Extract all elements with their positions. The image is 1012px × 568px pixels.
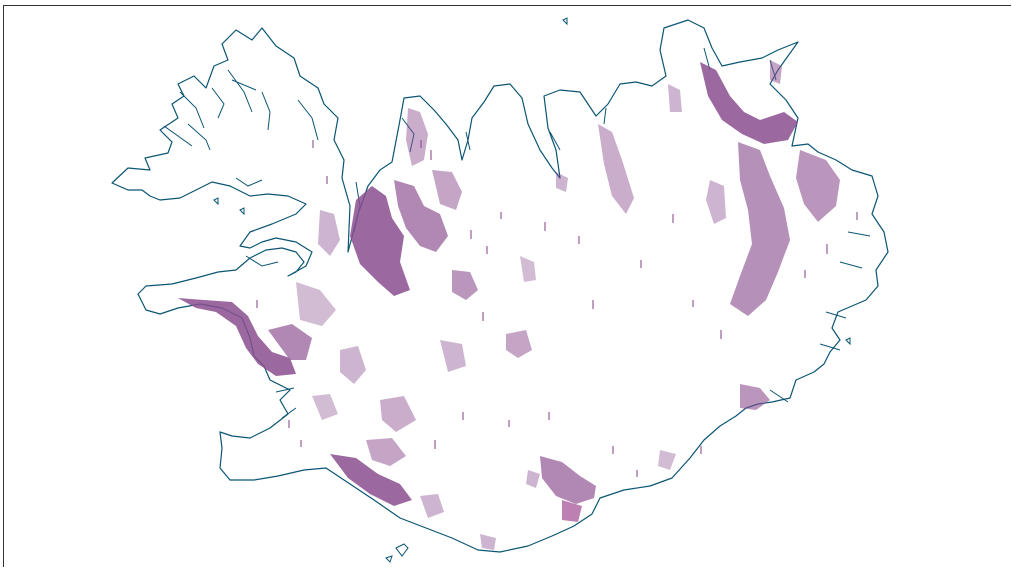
vegetation-speckle [256, 140, 858, 477]
coastline [111, 17, 889, 563]
offshore-islands [213, 17, 851, 563]
vegetation-patches [178, 60, 840, 550]
map-frame [3, 5, 1011, 567]
